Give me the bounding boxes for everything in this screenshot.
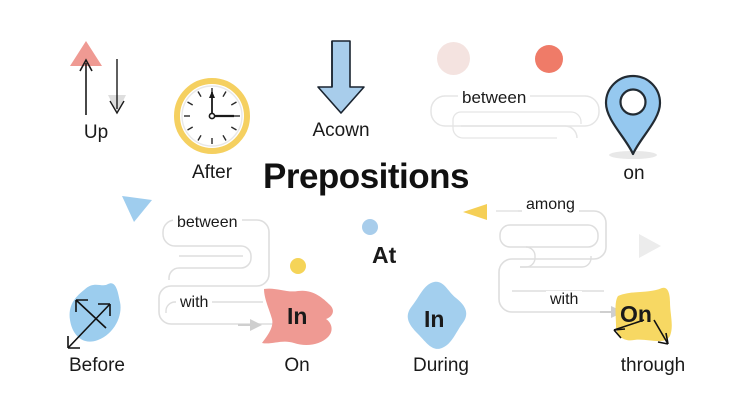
shape-word-in-on: In bbox=[287, 303, 308, 329]
shape-word-on-through: On bbox=[620, 301, 652, 327]
flow-word-with-left: with bbox=[176, 294, 213, 312]
label-on-pin: on bbox=[623, 163, 645, 184]
label-acown: Acown bbox=[312, 120, 370, 141]
dot-blue bbox=[362, 219, 378, 235]
up-arrow-icon bbox=[60, 33, 132, 123]
flow-word-with-right: with bbox=[546, 291, 583, 309]
top-between-flow bbox=[425, 90, 605, 140]
flow-arrow-left-icon bbox=[238, 317, 264, 333]
triangle-blue-icon bbox=[120, 194, 154, 224]
down-arrow-icon bbox=[312, 35, 370, 117]
blob-arrows-icon bbox=[60, 278, 142, 356]
center-label-at: At bbox=[372, 242, 397, 268]
flow-word-between-top: between bbox=[458, 88, 531, 108]
blob-icon bbox=[404, 280, 472, 352]
note-blob-icon bbox=[612, 286, 684, 352]
label-after: After bbox=[191, 162, 233, 183]
triangle-gray-icon bbox=[634, 231, 664, 261]
chevron-blob-icon bbox=[258, 287, 338, 349]
page-title: Prepositions bbox=[263, 157, 469, 196]
dot-yellow bbox=[290, 258, 306, 274]
dot-pale-red bbox=[437, 42, 470, 75]
flow-arrow-yellow-icon bbox=[461, 203, 489, 221]
label-during: During bbox=[413, 355, 469, 376]
flow-word-between-left: between bbox=[173, 214, 242, 232]
label-through: through bbox=[620, 355, 686, 376]
flow-word-among: among bbox=[522, 196, 579, 214]
map-pin-icon bbox=[600, 72, 672, 164]
left-flow-diagram bbox=[145, 212, 275, 332]
dot-red bbox=[535, 45, 563, 73]
label-before: Before bbox=[69, 355, 125, 376]
clock-icon bbox=[174, 78, 250, 154]
label-on-red: On bbox=[284, 355, 310, 376]
shape-word-in-during: In bbox=[424, 306, 445, 332]
label-up: Up bbox=[83, 122, 109, 143]
